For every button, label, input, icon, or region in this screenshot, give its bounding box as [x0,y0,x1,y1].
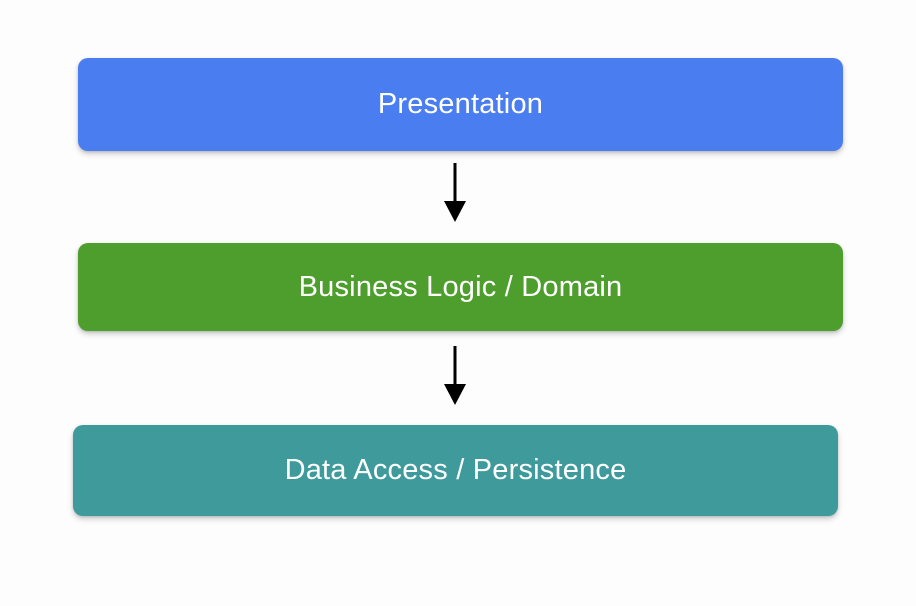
layer-node-business-logic[interactable]: Business Logic / Domain [78,243,843,331]
layer-node-presentation[interactable]: Presentation [78,58,843,151]
arrow-business-to-data [437,346,473,406]
layer-node-data-access[interactable]: Data Access / Persistence [73,425,838,516]
layer-label-presentation: Presentation [377,88,544,120]
layer-label-data-access: Data Access / Persistence [284,454,627,486]
arrow-presentation-to-business [437,163,473,223]
layer-label-business-logic: Business Logic / Domain [298,270,623,303]
